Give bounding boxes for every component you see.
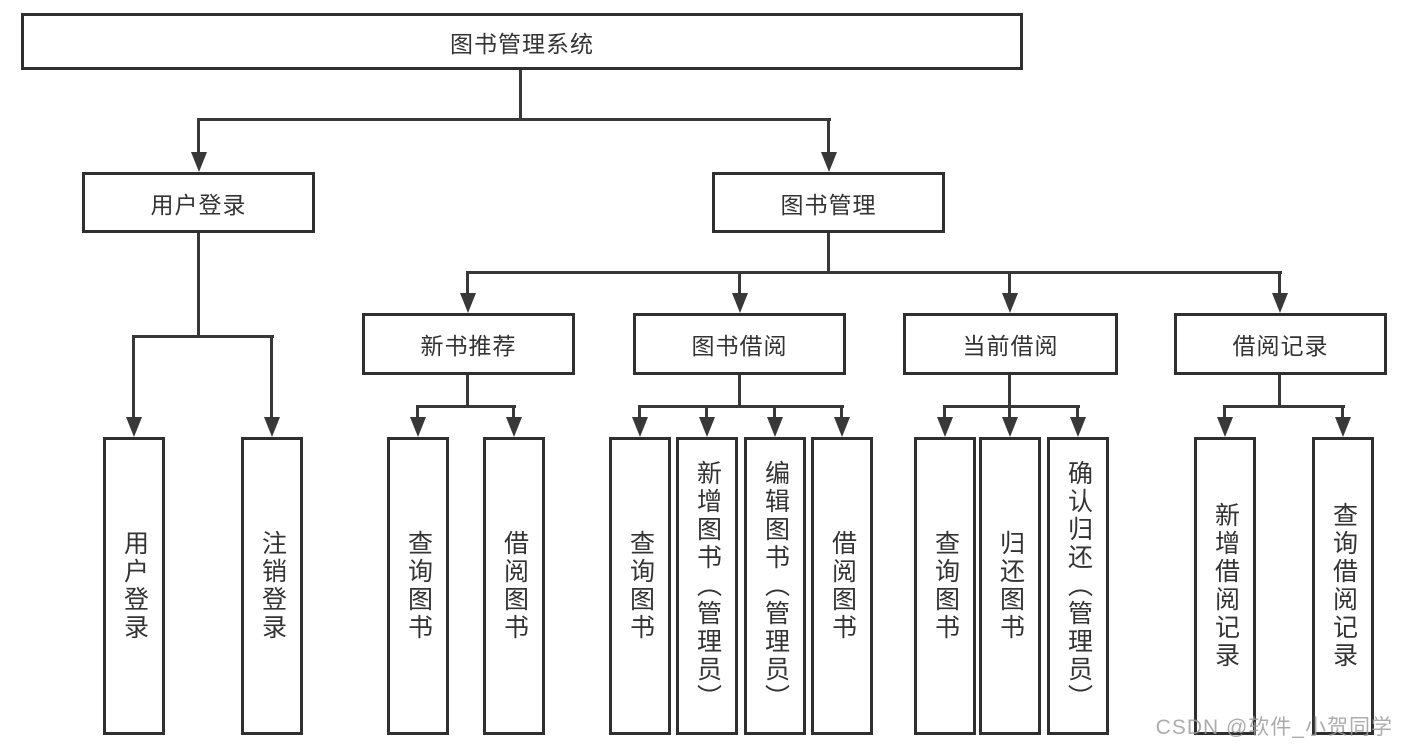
connector-leaf-drop	[512, 405, 515, 421]
csdn-watermark: CSDN @软件_小贺同学	[1155, 716, 1393, 739]
node-label: 用户登录	[150, 191, 247, 218]
leaf-borrow-books: 借阅图书	[811, 437, 873, 735]
leaf-label: 借阅图书	[500, 530, 529, 642]
node-label: 新书推荐	[420, 333, 517, 359]
connector-leaf-drop	[1341, 405, 1344, 421]
connector-bar	[943, 405, 1080, 408]
node-label: 图书管理	[780, 191, 877, 218]
connector-bar	[638, 405, 844, 408]
arrow-down-icon	[699, 417, 715, 437]
connector-leaf-drop	[1076, 405, 1079, 421]
arrow-down-icon	[460, 293, 476, 313]
leaf-logout: 注销登录	[241, 437, 303, 735]
connector-stem	[466, 375, 469, 408]
arrow-down-icon	[834, 417, 850, 437]
arrow-down-icon	[506, 417, 522, 437]
arrow-down-icon	[1002, 293, 1018, 313]
connector-level2-drop	[1278, 271, 1281, 295]
node-label: 当前借阅	[962, 333, 1059, 359]
node-new-book-recommendation: 新书推荐	[362, 313, 575, 375]
leaf-label: 借阅图书	[828, 530, 857, 642]
leaf-query-books: 查询图书	[387, 437, 449, 735]
arrow-down-icon	[264, 417, 280, 437]
connector-leaf-drop	[943, 405, 946, 421]
arrow-down-icon	[937, 417, 953, 437]
node-book-borrowing: 图书借阅	[633, 313, 846, 375]
arrow-down-icon	[1335, 417, 1351, 437]
leaf-add-book-admin: 新增图书（管理员）	[676, 437, 738, 735]
connector-leaf-drop	[416, 405, 419, 421]
node-label: 图书借阅	[691, 333, 788, 359]
node-label: 图书管理系统	[450, 30, 594, 57]
connector-bar	[416, 405, 516, 408]
connector-level2-drop	[466, 271, 469, 295]
connector-user-login-drop	[197, 118, 200, 154]
connector-book-mgmt-stem	[827, 233, 830, 274]
leaf-query-books: 查询图书	[914, 437, 976, 735]
leaf-label: 查询借阅记录	[1329, 502, 1358, 670]
connector-level2-drop	[1008, 271, 1011, 295]
leaf-label: 新增图书（管理员）	[693, 460, 722, 712]
connector-leaf-drop	[1223, 405, 1226, 421]
leaf-edit-book-admin: 编辑图书（管理员）	[744, 437, 806, 735]
leaf-label: 注销登录	[258, 530, 287, 642]
leaf-borrow-books: 借阅图书	[483, 437, 545, 735]
leaf-label: 编辑图书（管理员）	[761, 460, 790, 712]
connector-stem	[738, 375, 741, 408]
connector-leaf-drop	[1008, 405, 1011, 421]
connector-stem	[1008, 375, 1011, 408]
connector-root-bar	[197, 118, 831, 121]
connector-root-stem	[519, 70, 522, 118]
connector-user-login-bar	[132, 335, 274, 338]
connector-book-mgmt-drop	[827, 118, 830, 154]
connector-leaf-drop	[840, 405, 843, 421]
connector-stem	[1278, 375, 1281, 408]
leaf-label: 查询图书	[404, 530, 433, 642]
arrow-down-icon	[767, 417, 783, 437]
leaf-add-borrow-record: 新增借阅记录	[1194, 437, 1256, 735]
node-library-management-system: 图书管理系统	[21, 13, 1023, 70]
connector-leaf-drop	[638, 405, 641, 421]
arrow-down-icon	[410, 417, 426, 437]
node-user-login: 用户登录	[82, 172, 315, 233]
leaf-return-books: 归还图书	[979, 437, 1041, 735]
connector-level2-drop	[738, 271, 741, 295]
arrow-down-icon	[821, 152, 837, 172]
arrow-down-icon	[632, 417, 648, 437]
arrow-down-icon	[1217, 417, 1233, 437]
leaf-label: 确认归还（管理员）	[1064, 460, 1093, 712]
arrow-down-icon	[191, 152, 207, 172]
leaf-label: 用户登录	[120, 530, 149, 642]
connector-user-login-stem	[197, 233, 200, 338]
node-book-management: 图书管理	[712, 172, 945, 233]
connector-leaf-drop	[705, 405, 708, 421]
node-label: 借阅记录	[1232, 333, 1329, 359]
leaf-label: 查询图书	[626, 530, 655, 642]
arrow-down-icon	[1070, 417, 1086, 437]
leaf-query-borrow-record: 查询借阅记录	[1312, 437, 1374, 735]
leaf-label: 查询图书	[931, 530, 960, 642]
connector-leaf-drop	[132, 335, 135, 419]
arrow-down-icon	[1272, 293, 1288, 313]
node-current-borrowing: 当前借阅	[903, 313, 1118, 375]
arrow-down-icon	[126, 417, 142, 437]
leaf-label: 归还图书	[996, 530, 1025, 642]
leaf-label: 新增借阅记录	[1211, 502, 1240, 670]
connector-bar	[1223, 405, 1345, 408]
connector-leaf-drop	[773, 405, 776, 421]
connector-leaf-drop	[270, 335, 273, 419]
leaf-query-books: 查询图书	[609, 437, 671, 735]
node-borrowing-records: 借阅记录	[1174, 313, 1387, 375]
arrow-down-icon	[1002, 417, 1018, 437]
leaf-confirm-return-admin: 确认归还（管理员）	[1047, 437, 1109, 735]
connector-level2-bar	[466, 271, 1282, 274]
leaf-user-login: 用户登录	[103, 437, 165, 735]
arrow-down-icon	[732, 293, 748, 313]
